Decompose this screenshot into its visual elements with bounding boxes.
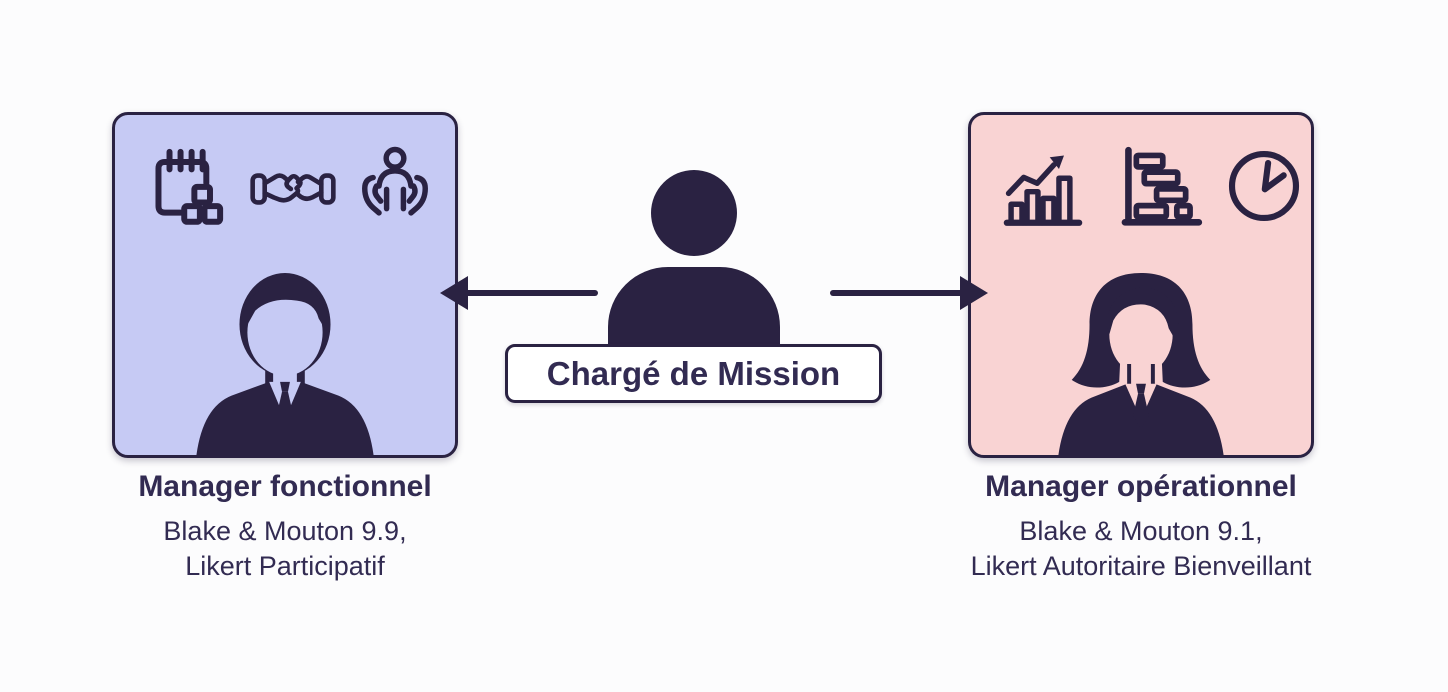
gantt-chart-icon: [1121, 146, 1203, 226]
task-planner-icon: [155, 148, 224, 225]
right-card-subtitle-line1: Blake & Mouton 9.1,: [1019, 516, 1263, 546]
arrow-right-shaft: [830, 290, 964, 296]
businessman-icon: [196, 272, 374, 455]
manager-fonctionnel-card: [112, 112, 458, 458]
person-silhouette-body: [608, 267, 780, 349]
growth-chart-icon: [1003, 155, 1083, 226]
left-card-subtitle-line2: Likert Participatif: [185, 551, 385, 581]
right-card-subtitle-line2: Likert Autoritaire Bienveillant: [970, 551, 1312, 581]
left-card-subtitle-line1: Blake & Mouton 9.9,: [163, 516, 407, 546]
businesswoman-icon: [1058, 272, 1224, 455]
left-card-title: Manager fonctionnel: [138, 470, 432, 503]
clock-icon: [1228, 150, 1300, 222]
handshake-icon: [250, 173, 336, 205]
charge-de-mission-label: Chargé de Mission: [505, 344, 882, 403]
arrow-left-head: [440, 276, 468, 310]
right-card-title: Manager opérationnel: [985, 470, 1297, 503]
manager-operationnel-card: [968, 112, 1314, 458]
arrow-right-icon: [828, 276, 988, 310]
person-silhouette-icon: [651, 170, 737, 256]
arrow-left-icon: [440, 276, 600, 310]
right-card-caption: Manager opérationnel Blake & Mouton 9.1,…: [891, 470, 1391, 584]
left-card-caption: Manager fonctionnel Blake & Mouton 9.9, …: [60, 470, 510, 584]
arrow-left-shaft: [464, 290, 598, 296]
arrow-right-head: [960, 276, 988, 310]
care-person-icon: [362, 146, 428, 216]
